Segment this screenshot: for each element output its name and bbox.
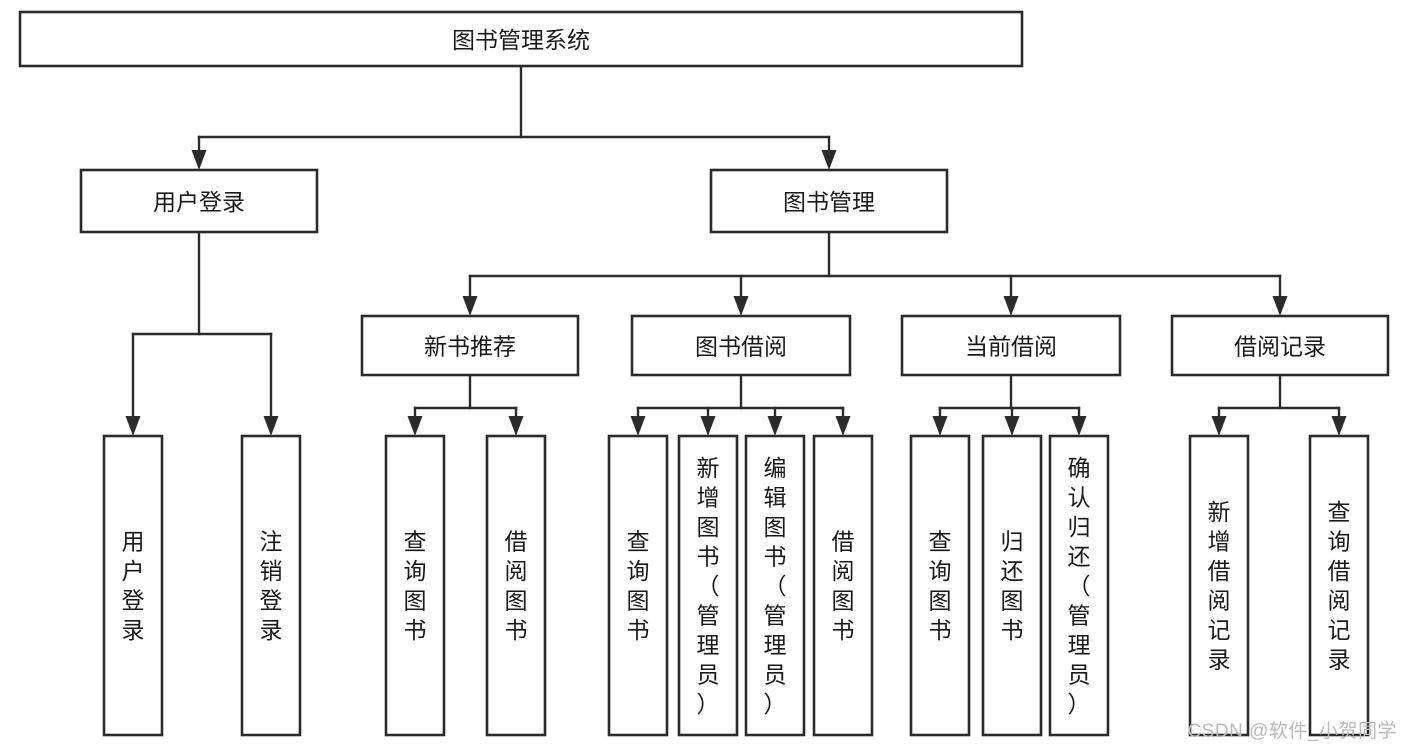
- arrow-head-icon: [1272, 296, 1288, 316]
- node-leaf-query-book-2[interactable]: 查询图书: [607, 434, 669, 737]
- node-layer: 图书管理系统用户登录图书管理新书推荐图书借阅当前借阅借阅记录用户登录注销登录查询…: [18, 10, 1390, 737]
- node-leaf-user-logout[interactable]: 注销登录: [240, 434, 302, 737]
- node-leaf-confirm-return[interactable]: 确认归还（管理员）: [1048, 434, 1110, 737]
- node-leaf-borrow-book-1[interactable]: 借阅图书: [485, 434, 547, 737]
- node-leaf-borrow-book-2[interactable]: 借阅图书: [812, 434, 874, 737]
- node-label: 图书管理系统: [452, 27, 590, 53]
- node-box[interactable]: [485, 434, 547, 737]
- arrow-head-icon: [1071, 416, 1087, 436]
- node-label: 查询图书: [627, 529, 650, 644]
- connector-layer: [125, 64, 1347, 436]
- node-box[interactable]: [102, 434, 164, 737]
- node-box[interactable]: [79, 168, 319, 234]
- node-leaf-add-book[interactable]: 新增图书（管理员）: [677, 434, 739, 737]
- edge-group-borrow: [630, 373, 851, 436]
- arrow-head-icon: [508, 416, 524, 436]
- node-label: 借阅图书: [832, 529, 855, 644]
- node-leaf-query-book-1[interactable]: 查询图书: [384, 434, 446, 737]
- node-label: 编辑图书（管理员）: [764, 455, 787, 717]
- node-box[interactable]: [900, 314, 1122, 377]
- node-label: 用户登录: [122, 529, 145, 644]
- node-label: 新增图书（管理员）: [697, 455, 720, 717]
- arrow-head-icon: [1211, 416, 1227, 436]
- node-newbook[interactable]: 新书推荐: [360, 314, 580, 377]
- node-box[interactable]: [812, 434, 874, 737]
- node-label: 查询图书: [404, 529, 427, 644]
- arrow-head-icon: [700, 416, 716, 436]
- node-label: 新书推荐: [424, 334, 516, 360]
- node-label: 查询借阅记录: [1328, 499, 1351, 673]
- node-records[interactable]: 借阅记录: [1170, 314, 1390, 377]
- node-box[interactable]: [630, 314, 852, 377]
- node-label: 确认归还（管理员）: [1068, 455, 1091, 717]
- edge-group-records: [1211, 373, 1347, 436]
- node-box[interactable]: [744, 434, 806, 737]
- arrow-head-icon: [767, 416, 783, 436]
- edge-group-newbook: [407, 373, 524, 436]
- node-label: 归还图书: [1001, 529, 1024, 644]
- node-bookmgmt[interactable]: 图书管理: [709, 168, 949, 234]
- node-box[interactable]: [709, 168, 949, 234]
- arrow-head-icon: [932, 416, 948, 436]
- node-label: 图书管理: [783, 189, 875, 215]
- node-label: 借阅记录: [1234, 334, 1326, 360]
- node-box[interactable]: [909, 434, 971, 737]
- edge-group-root: [191, 64, 837, 170]
- node-label: 注销登录: [260, 529, 283, 644]
- node-box[interactable]: [677, 434, 739, 737]
- node-box[interactable]: [607, 434, 669, 737]
- node-box[interactable]: [981, 434, 1043, 737]
- arrow-head-icon: [630, 416, 646, 436]
- arrow-head-icon: [835, 416, 851, 436]
- node-label: 新增借阅记录: [1208, 499, 1231, 673]
- arrow-head-icon: [733, 296, 749, 316]
- arrow-head-icon: [1003, 296, 1019, 316]
- node-box[interactable]: [1308, 434, 1370, 737]
- edge-group-current: [932, 373, 1087, 436]
- node-login[interactable]: 用户登录: [79, 168, 319, 234]
- node-box[interactable]: [1170, 314, 1390, 377]
- node-label: 当前借阅: [965, 334, 1057, 360]
- arrow-head-icon: [125, 416, 141, 436]
- node-leaf-query-record[interactable]: 查询借阅记录: [1308, 434, 1370, 737]
- node-leaf-return-book[interactable]: 归还图书: [981, 434, 1043, 737]
- node-leaf-query-book-3[interactable]: 查询图书: [909, 434, 971, 737]
- arrow-head-icon: [191, 150, 207, 170]
- node-label: 用户登录: [153, 189, 245, 215]
- arrow-head-icon: [263, 416, 279, 436]
- node-leaf-add-record[interactable]: 新增借阅记录: [1188, 434, 1250, 737]
- arrow-head-icon: [1004, 416, 1020, 436]
- node-root[interactable]: 图书管理系统: [18, 10, 1024, 68]
- node-label: 图书借阅: [695, 334, 787, 360]
- node-current[interactable]: 当前借阅: [900, 314, 1122, 377]
- arrow-head-icon: [1331, 416, 1347, 436]
- node-box[interactable]: [240, 434, 302, 737]
- node-box[interactable]: [1188, 434, 1250, 737]
- node-borrow[interactable]: 图书借阅: [630, 314, 852, 377]
- csdn-watermark: CSDN @软件_小贺同学: [1187, 721, 1397, 742]
- node-box[interactable]: [18, 10, 1024, 68]
- node-leaf-edit-book[interactable]: 编辑图书（管理员）: [744, 434, 806, 737]
- arrow-head-icon: [821, 150, 837, 170]
- node-box[interactable]: [384, 434, 446, 737]
- node-box[interactable]: [360, 314, 580, 377]
- edge-group-bookmgmt: [462, 230, 1288, 316]
- arrow-head-icon: [462, 296, 478, 316]
- node-leaf-user-login[interactable]: 用户登录: [102, 434, 164, 737]
- node-label: 查询图书: [929, 529, 952, 644]
- arrow-head-icon: [407, 416, 423, 436]
- node-label: 借阅图书: [505, 529, 528, 644]
- edge-group-login: [125, 230, 279, 436]
- node-box[interactable]: [1048, 434, 1110, 737]
